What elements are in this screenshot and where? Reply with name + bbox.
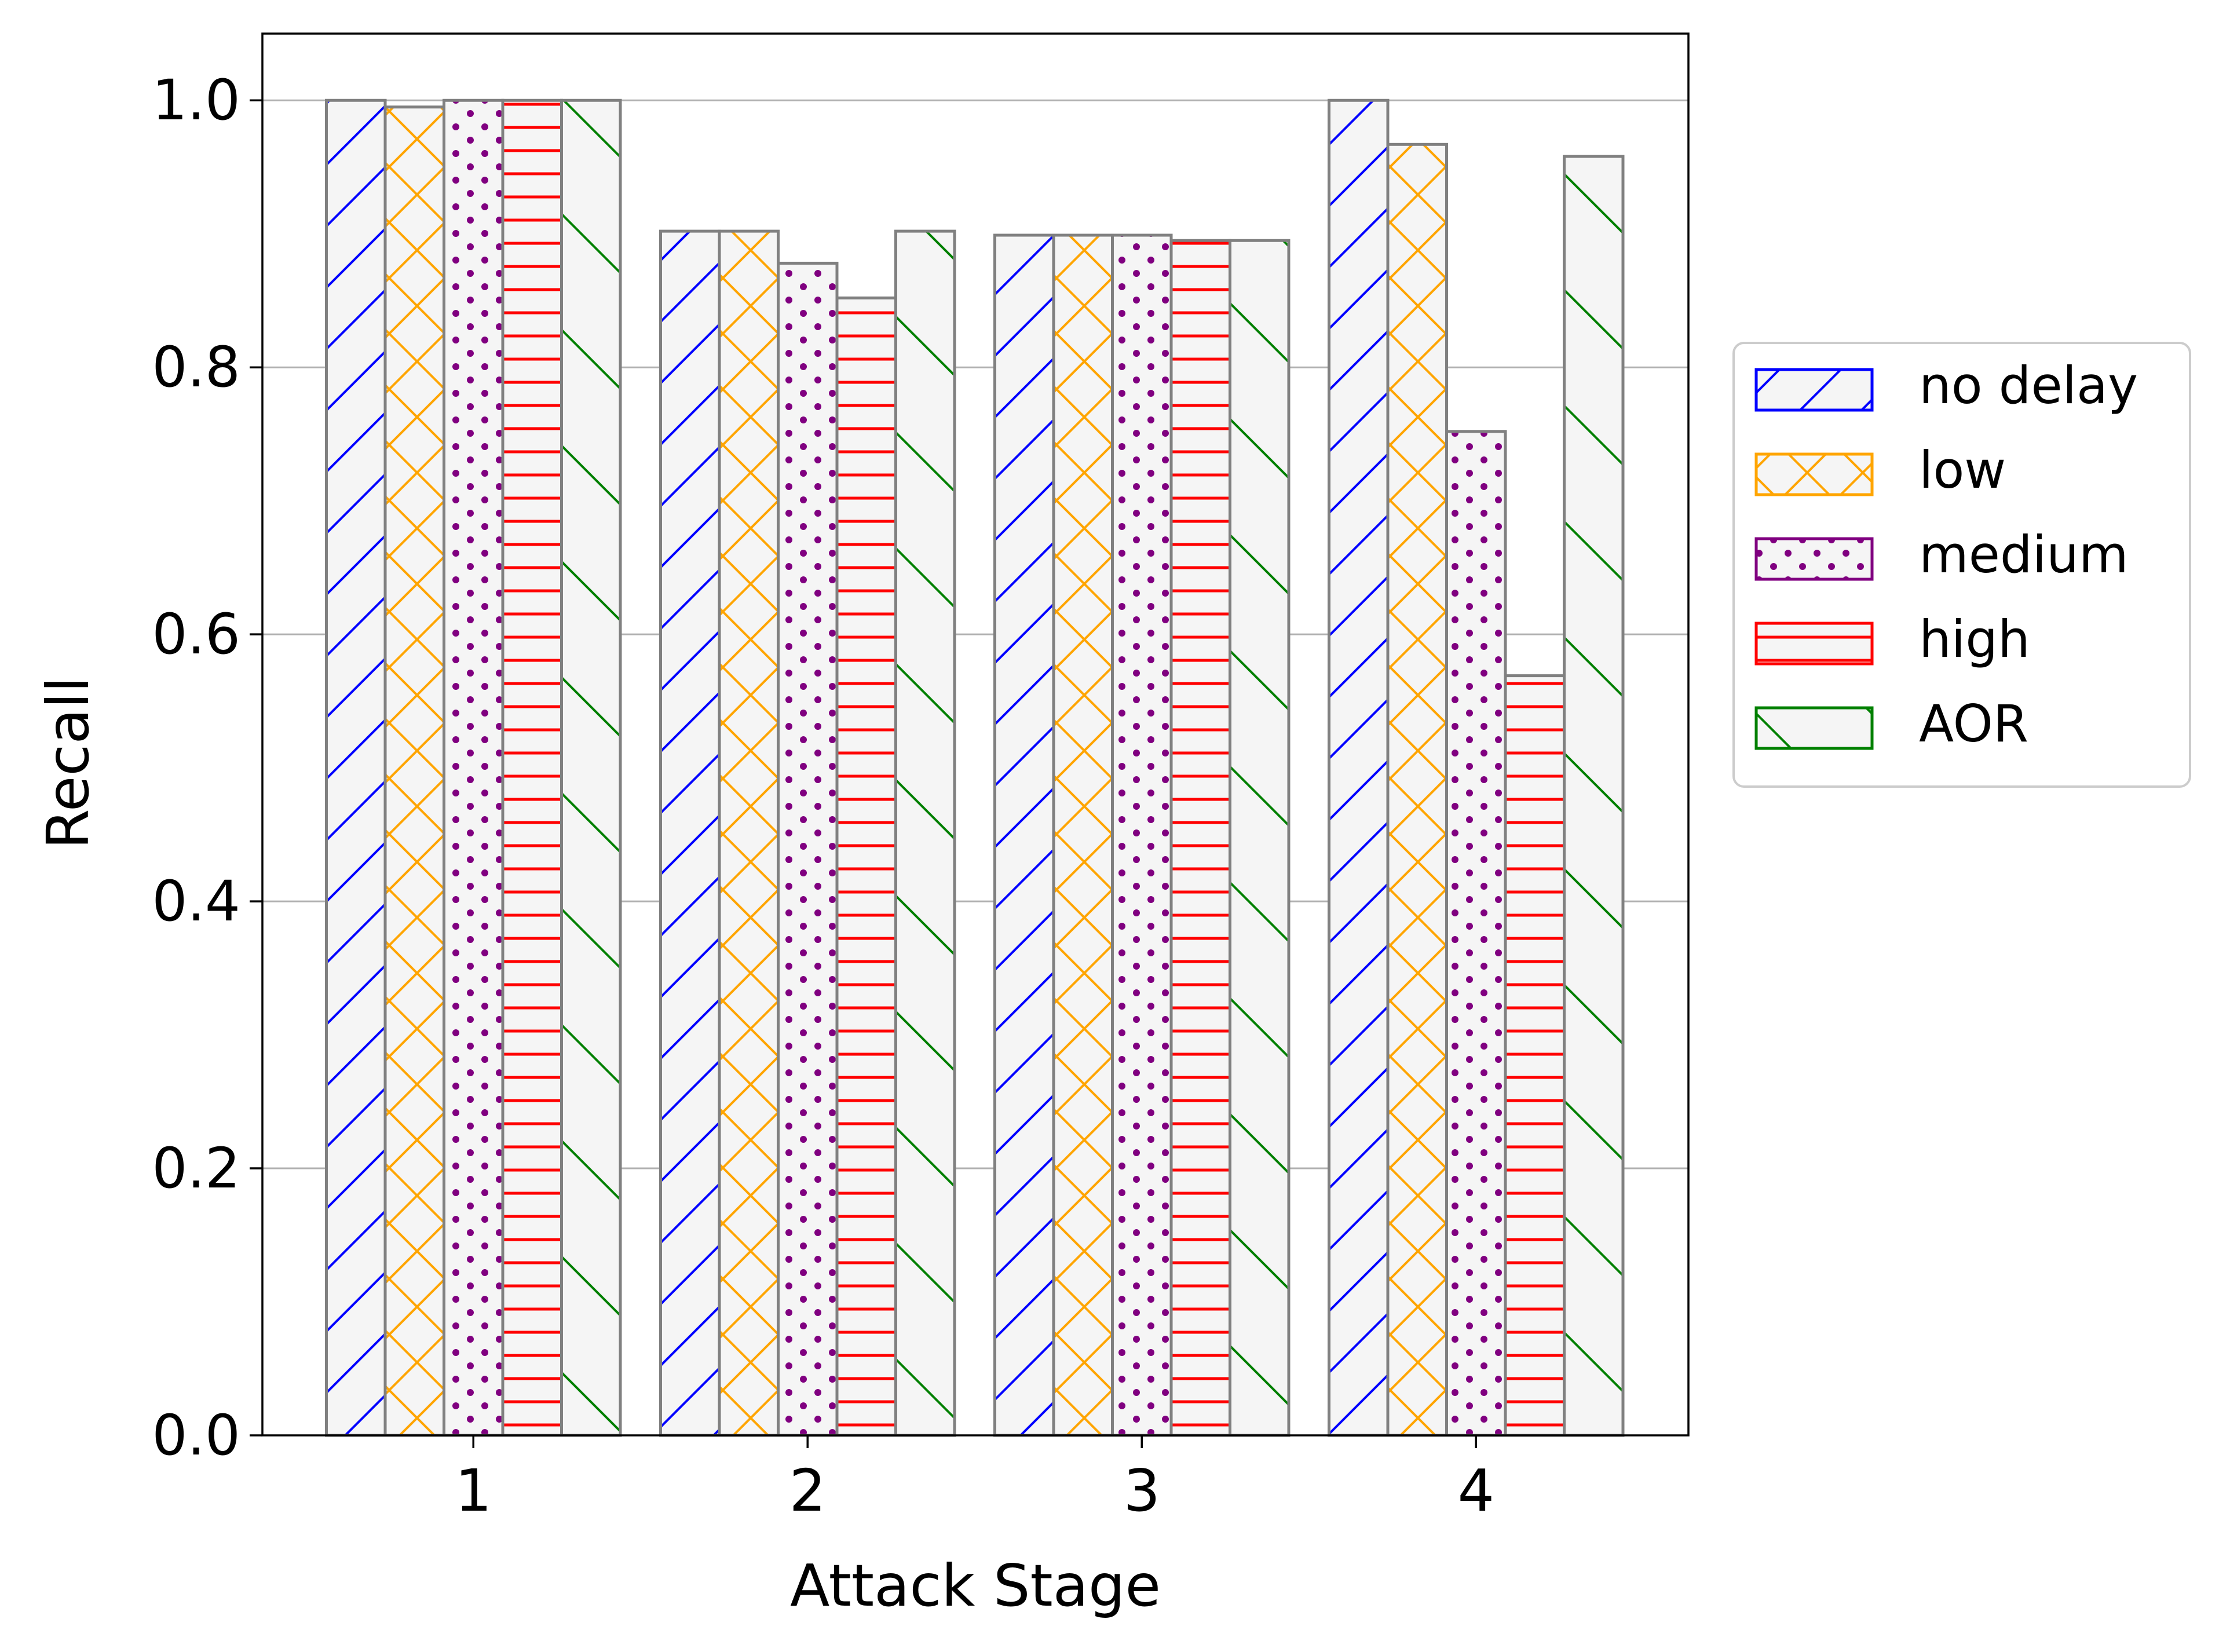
- bar-stage1-high: [501, 98, 563, 1437]
- y-tick-label: 1.0: [152, 68, 240, 133]
- x-tick-label: 4: [1457, 1457, 1494, 1525]
- legend-label: no delay: [1919, 356, 2138, 415]
- bar-stage1-aor: [560, 98, 622, 1437]
- legend-label: high: [1919, 609, 2030, 669]
- legend-label: AOR: [1919, 694, 2028, 754]
- x-tick-label: 1: [455, 1457, 492, 1525]
- y-tick-label: 0.4: [152, 869, 240, 934]
- bar-stage1-no-delay: [325, 98, 387, 1437]
- bar-stage3-aor: [1229, 239, 1291, 1437]
- y-axis-label: Recall: [34, 677, 102, 849]
- y-tick-label: 0.8: [152, 335, 240, 400]
- x-axis-ticks: 1 2 3 4: [455, 1435, 1494, 1525]
- bar-stage2-aor: [894, 229, 956, 1437]
- legend-swatch: [1754, 368, 1874, 412]
- x-axis-label: Attack Stage: [790, 1552, 1161, 1620]
- bar-stage1-medium: [443, 98, 505, 1437]
- y-axis-ticks: 0.0 0.2 0.4 0.6 0.8 1.0: [152, 68, 262, 1468]
- y-tick-label: 0.6: [152, 602, 240, 667]
- bar-stage4-low: [1386, 142, 1448, 1437]
- legend-swatch: [1754, 622, 1874, 666]
- y-tick-label: 0.0: [152, 1403, 240, 1468]
- bar-stage3-no-delay: [993, 233, 1055, 1437]
- bar-stage4-high: [1504, 674, 1566, 1437]
- bar-stage2-no-delay: [659, 229, 721, 1437]
- legend-swatch: [1754, 706, 1874, 750]
- legend-label: low: [1919, 440, 2006, 500]
- x-tick-label: 3: [1123, 1457, 1160, 1525]
- x-tick-label: 2: [789, 1457, 826, 1525]
- bar-stage4-aor: [1563, 155, 1625, 1437]
- legend-swatch: [1754, 452, 1874, 496]
- legend-label: medium: [1919, 525, 2129, 584]
- bars: [325, 98, 1625, 1437]
- bar-stage4-medium: [1445, 430, 1507, 1437]
- bar-stage4-no-delay: [1328, 98, 1390, 1437]
- bar-stage2-medium: [777, 261, 839, 1437]
- bar-stage3-high: [1169, 239, 1231, 1437]
- legend-swatch: [1754, 537, 1874, 581]
- bar-stage3-medium: [1111, 233, 1173, 1437]
- bar-stage2-low: [718, 229, 780, 1437]
- plot-frame: [261, 32, 1690, 1437]
- bar-stage3-low: [1052, 233, 1114, 1437]
- bar-stage2-high: [835, 296, 897, 1437]
- bar-stage1-low: [383, 105, 445, 1437]
- y-tick-label: 0.2: [152, 1136, 240, 1201]
